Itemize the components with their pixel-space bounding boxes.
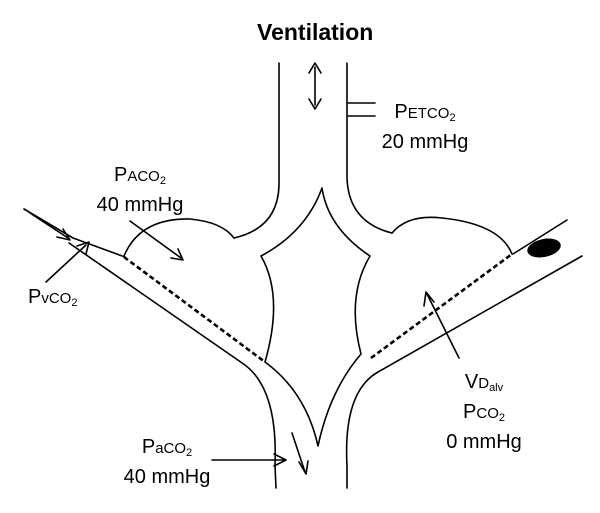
title-ventilation: Ventilation bbox=[257, 19, 374, 45]
paco2-alveolar-value: 40 mmHg bbox=[96, 194, 184, 216]
right-vessel-upper-wall bbox=[512, 219, 568, 255]
trachea-right-wall bbox=[346, 62, 393, 234]
right-alveolus bbox=[391, 216, 513, 255]
pvco2-pointer-arrow bbox=[45, 241, 90, 283]
left-vessel-upper-wall bbox=[23, 208, 126, 258]
left-alveolar-membrane bbox=[123, 255, 266, 364]
paco2-arterial-pointer-arrow bbox=[211, 453, 287, 467]
petco2-value: 20 mmHg bbox=[381, 131, 469, 153]
vdalv-label: VDalv PCO2 0 mmHg bbox=[437, 370, 531, 454]
pvco2-label: PvCO2 bbox=[28, 286, 78, 309]
central-space bbox=[260, 187, 371, 447]
ventilation-double-arrow bbox=[308, 62, 322, 110]
right-vessel-lower-wall bbox=[345, 255, 583, 489]
left-alveolus bbox=[123, 218, 235, 257]
vdalv-pointer-arrow bbox=[423, 291, 460, 359]
venous-inflow-arrow bbox=[29, 212, 71, 241]
paco2-alveolar-pointer-arrow bbox=[129, 220, 184, 261]
petco2-label: PETCO2 20 mmHg bbox=[381, 101, 469, 153]
vdalv-value: 0 mmHg bbox=[446, 431, 522, 453]
trachea-left-wall bbox=[233, 62, 280, 239]
paco2-alveolar-label: PACO2 40 mmHg bbox=[90, 163, 190, 217]
etco2-sampling-line bbox=[347, 102, 376, 117]
right-alveolar-membrane bbox=[370, 252, 513, 360]
occlusion-ellipse bbox=[527, 238, 561, 258]
paco2-arterial-value: 40 mmHg bbox=[123, 466, 211, 488]
left-vessel-lower-wall bbox=[68, 242, 277, 489]
paco2-arterial-label: PaCO2 40 mmHg bbox=[123, 436, 211, 488]
arterial-outflow-arrow bbox=[291, 432, 309, 475]
